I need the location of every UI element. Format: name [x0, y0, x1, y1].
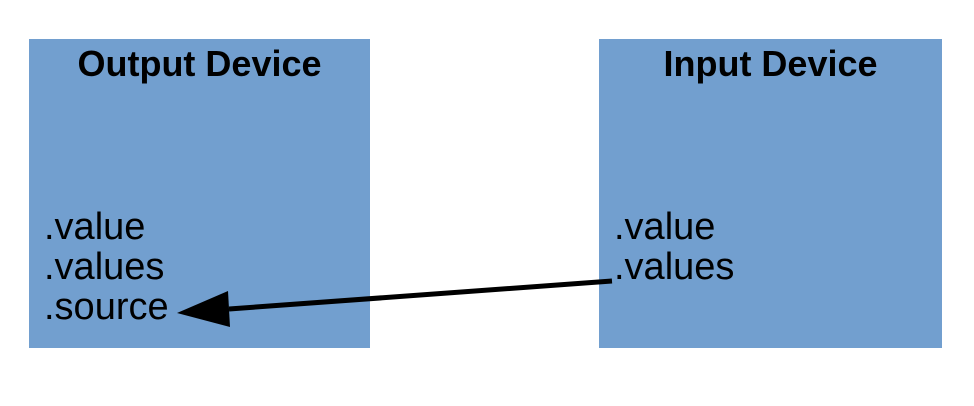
property-label-value: .value — [614, 206, 716, 248]
input-device-title: Input Device — [663, 43, 878, 84]
input-device-box: Input Device .value .values — [599, 39, 942, 348]
property-label-value: .value — [44, 206, 146, 248]
property-label-values: .values — [614, 246, 735, 288]
output-device-box: Output Device .value .values .source — [29, 39, 370, 348]
property-label-values: .values — [44, 246, 165, 288]
output-device-title: Output Device — [77, 43, 322, 84]
output-device-properties: .value .values .source — [44, 207, 169, 327]
property-label-source: .source — [44, 286, 169, 328]
input-device-properties: .value .values — [614, 207, 734, 287]
